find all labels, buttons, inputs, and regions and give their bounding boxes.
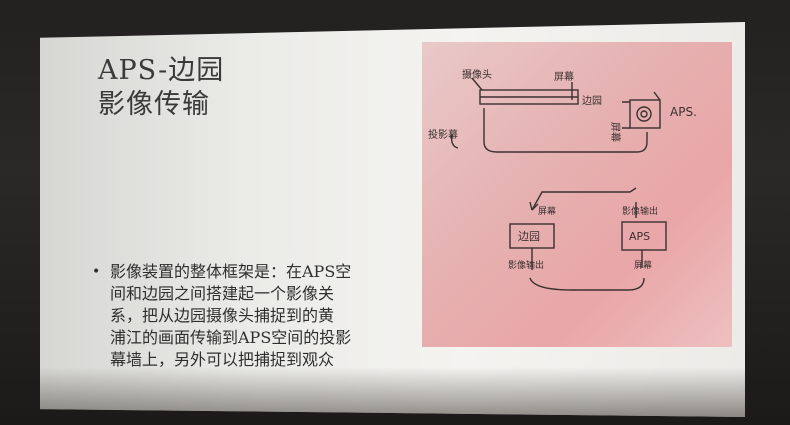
bullet-line-4: 浦江的画面传输到APS空间的投影 [110, 328, 352, 347]
flow-label-screen-left: 屏幕 [538, 205, 556, 217]
bullet-line-2: 间和边园之间搭建起一个影像关 [110, 284, 335, 303]
sketch-label-projection: 投影幕 [428, 128, 458, 141]
sketch-label-aps-screen: 屏幕 [609, 122, 622, 142]
hand-drawn-sketch: 摄像头 屏幕 边园 APS. 投影幕 屏幕 边园 APS 屏幕 影像输出 影像输… [428, 68, 697, 291]
bullet-marker: • [92, 264, 101, 280]
sketch-label-camera: 摄像头 [462, 68, 492, 81]
bullet-line-5: 幕墙上，另外可以把捕捉到观众 [110, 350, 335, 369]
flow-label-screen-right: 屏幕 [634, 259, 652, 271]
slide-title-line2: 影像传输 [98, 89, 210, 120]
flow-label-output-left: 影像输出 [508, 259, 544, 271]
presentation-slide: APS-边园 影像传输 [40, 22, 745, 417]
flow-box-right-label: APS [629, 230, 650, 243]
flow-label-output-right: 影像输出 [622, 205, 658, 217]
camera-device-shape [629, 99, 661, 129]
sketch-label-screen: 屏幕 [554, 70, 574, 83]
slide-title-line1: APS-边园 [98, 55, 225, 86]
sketch-photo: 摄像头 屏幕 边园 APS. 投影幕 屏幕 边园 APS 屏幕 影像输出 影像输… [422, 42, 732, 347]
sketch-label-biany: 边园 [582, 95, 602, 107]
flow-box-left-label: 边园 [518, 230, 540, 243]
bullet-line-1: 影像装置的整体框架是：在APS空 [110, 262, 352, 281]
bullet-line-3: 系，把从边园摄像头捕捉到的黄 [110, 306, 335, 325]
slide-bottom-shadow [40, 367, 745, 417]
flow-box-right-shape [621, 221, 667, 251]
sketch-label-aps: APS. [670, 105, 697, 119]
